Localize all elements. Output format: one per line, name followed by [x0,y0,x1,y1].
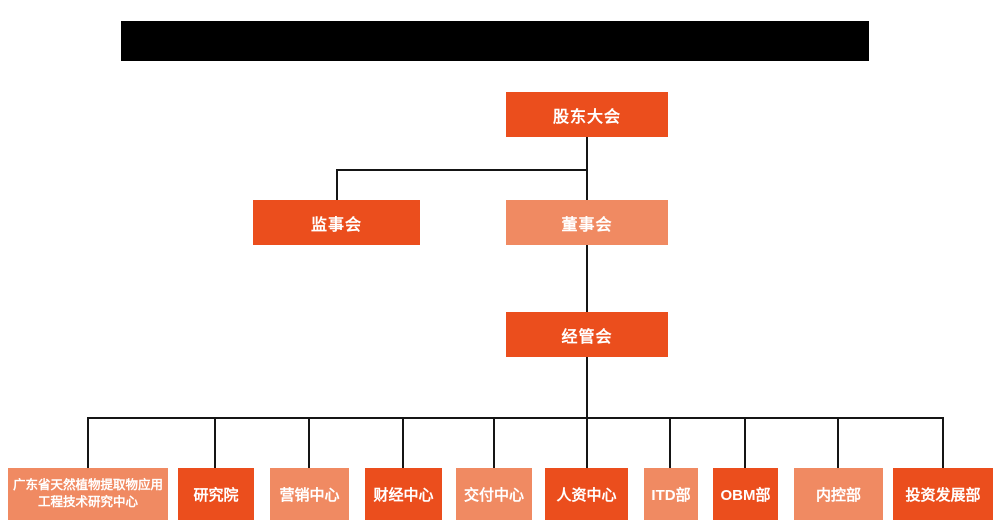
connector-supervisors-branch [336,169,588,171]
node-dept-hr-center: 人资中心 [545,468,628,520]
node-dept-research-institute: 研究院 [178,468,254,520]
node-dept-delivery-center: 交付中心 [456,468,532,520]
connector-drop-institute [214,417,216,468]
connector-drop-marketing [308,417,310,468]
connector-drop-internal-control [837,417,839,468]
node-board-of-directors: 董事会 [506,200,668,245]
connector-drop-hr [586,417,588,468]
connector-drop-research-center [87,417,89,468]
connector-drop-delivery [493,417,495,468]
node-dept-finance-center: 财经中心 [365,468,442,520]
connector-shareholders-down [586,137,588,200]
connector-management-down [586,357,588,417]
connector-directors-management [586,245,588,312]
connector-distribution-bus [87,417,944,419]
node-dept-itd: ITD部 [644,468,698,520]
node-supervisory-board: 监事会 [253,200,420,245]
node-dept-research-center: 广东省天然植物提取物应用工程技术研究中心 [8,468,168,520]
node-management-committee: 经管会 [506,312,668,357]
node-dept-investment-development: 投资发展部 [893,468,993,520]
node-dept-obm: OBM部 [713,468,778,520]
node-dept-marketing-center: 营销中心 [270,468,349,520]
connector-supervisors-drop [336,169,338,200]
connector-drop-itd [669,417,671,468]
connector-drop-finance [402,417,404,468]
node-shareholders-meeting: 股东大会 [506,92,668,137]
connector-drop-obm [744,417,746,468]
connector-drop-investment [942,417,944,468]
redacted-title-bar [121,21,869,61]
node-dept-internal-control: 内控部 [794,468,883,520]
